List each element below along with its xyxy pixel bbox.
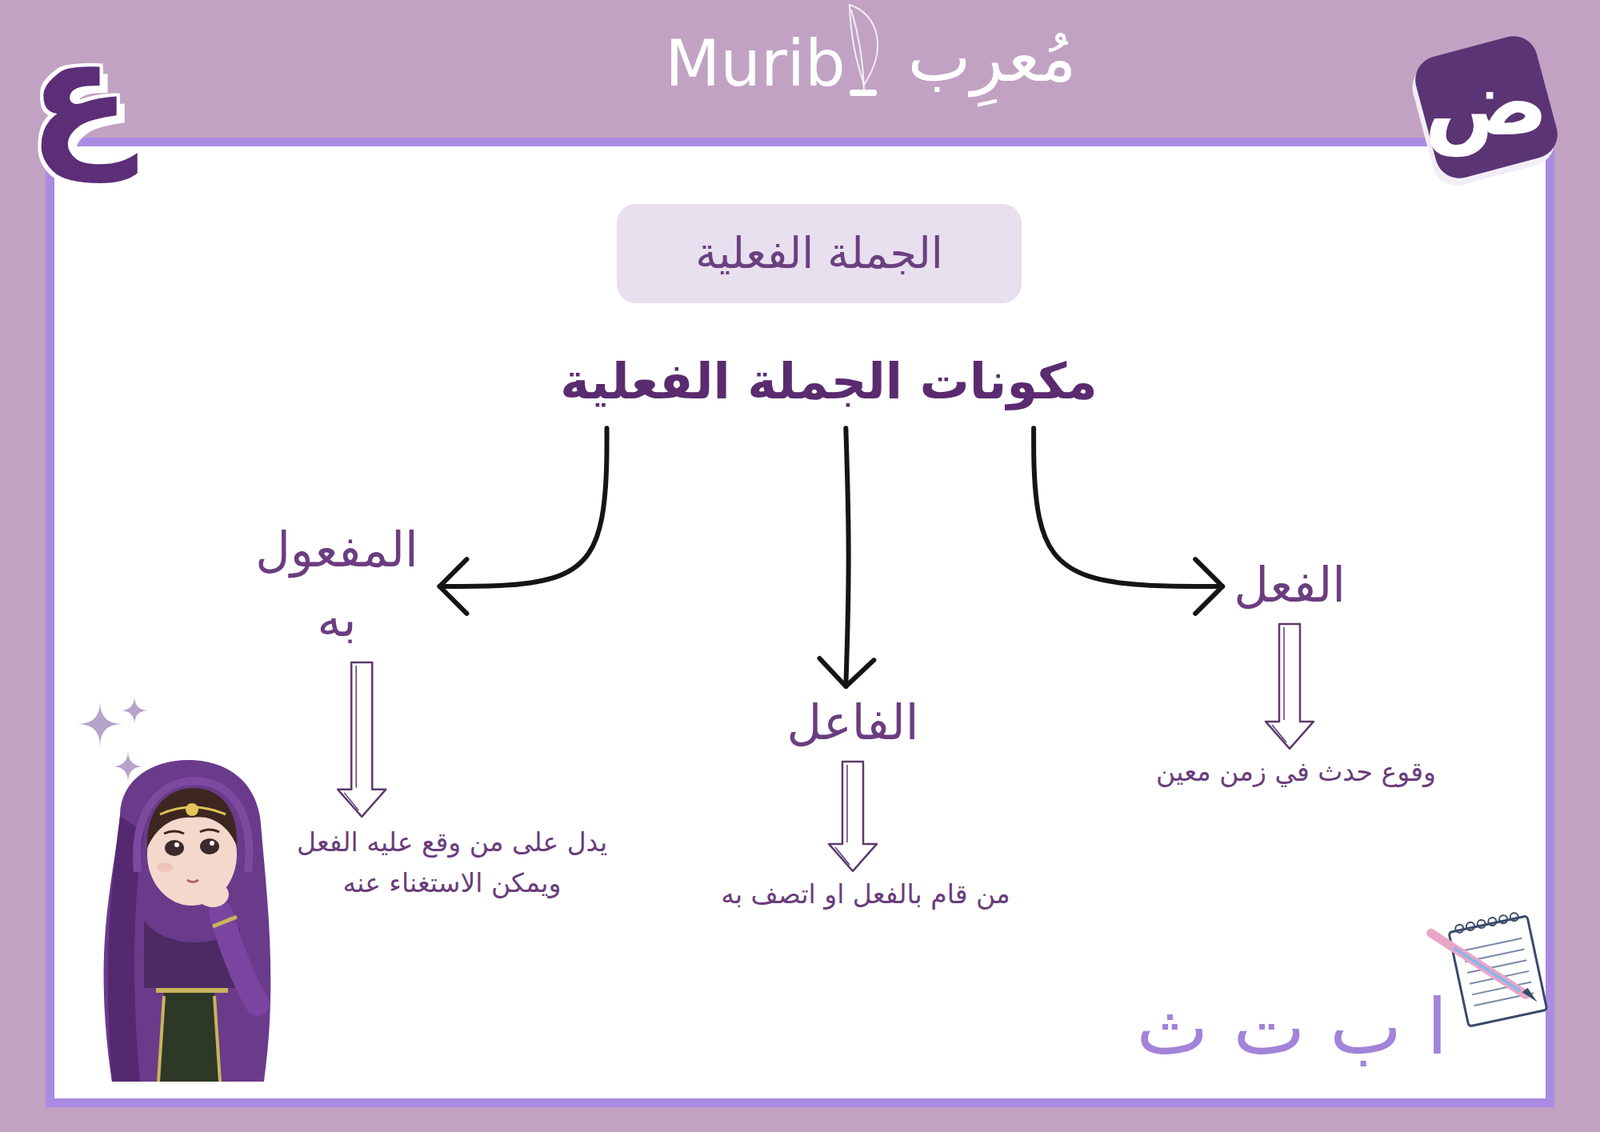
eye: [164, 840, 184, 856]
eye-glint: [174, 842, 180, 848]
arrow-inner-line: [1283, 627, 1285, 720]
headband-jewel: [185, 803, 199, 816]
dress: [158, 992, 220, 1082]
outline-arrow: [1265, 624, 1314, 749]
part-heading: الفاعل: [787, 691, 920, 754]
diagram-node: وقوع حدث في زمن معين: [1148, 748, 1444, 796]
mouth: [187, 880, 199, 883]
brow: [164, 831, 184, 834]
arrow-line: [1033, 428, 1223, 587]
cloak: [104, 760, 272, 1082]
pencil-tip: [1521, 986, 1538, 1005]
arrow-outline: [1265, 624, 1314, 749]
diagram-node: الفعل: [1222, 548, 1357, 624]
part-description: وقوع حدث في زمن معين: [1156, 753, 1436, 791]
alphabet-letters: ا ب ت ث: [1136, 981, 1448, 1074]
gold-trim: [214, 996, 220, 1082]
arrow-inner-line: [846, 764, 848, 843]
gold-trim: [158, 996, 164, 1082]
arrow-inner-line: [356, 665, 358, 788]
sleeve: [220, 913, 258, 1004]
part-description: من قام بالفعل او اتصف به: [720, 876, 1011, 913]
sparkles: [77, 696, 149, 783]
eye: [200, 838, 220, 855]
arrow-head: [440, 559, 468, 614]
sparkle: [77, 701, 123, 747]
gold-trim: [156, 988, 228, 993]
cuff: [212, 916, 237, 927]
quill-icon: [849, 4, 878, 96]
arrow-outline: [337, 662, 386, 817]
diagram-node: من قام بالفعل او اتصف به: [712, 871, 1019, 918]
flow-arrow: [819, 428, 874, 687]
letter-tile: [1405, 30, 1565, 191]
eye-glint: [209, 840, 215, 846]
notebook-spiral: [1454, 912, 1519, 933]
diagram-node: مكونات الجملة الفعلية: [544, 343, 1113, 429]
blush: [156, 862, 173, 872]
outline-arrow: [337, 662, 386, 817]
notebook-icon: [1430, 910, 1548, 1031]
part-heading: المفعول به: [245, 515, 429, 655]
section-heading: مكونات الجملة الفعلية: [560, 349, 1097, 415]
diagram-node: يدل على من وقع عليه الفعل ويمكن الاستغنا…: [284, 816, 620, 908]
brow: [200, 829, 220, 832]
flow-arrow: [1033, 428, 1223, 614]
notebook-page: [1448, 916, 1548, 1027]
quill-dash: [849, 89, 877, 96]
pencil-stripe: [1453, 936, 1520, 1003]
diagram-node: الفاعل: [776, 686, 931, 762]
logo-text: مُعرِب: [908, 17, 1077, 99]
arrow-inner-line: [1272, 724, 1287, 743]
quill-spine: [851, 9, 864, 90]
tile-face: [1409, 30, 1563, 184]
outline-arrow: [828, 761, 877, 872]
corner-letter: ع: [28, 3, 132, 186]
arrow-outline: [828, 761, 877, 872]
logo-text: Murib: [664, 25, 846, 103]
arrow-inner-line: [344, 792, 359, 811]
title-box: الجملة الفعلية: [616, 204, 1022, 304]
arrow-line: [845, 428, 848, 687]
sparkle: [120, 696, 149, 725]
flow-arrow: [440, 428, 608, 614]
arrow-inner-line: [835, 847, 850, 865]
corner-letter: ض: [1424, 46, 1549, 158]
diagram-node: المفعول به: [234, 510, 440, 663]
girl-illustration: [104, 760, 272, 1082]
hand: [196, 881, 229, 908]
hood-rim: [136, 780, 249, 872]
arrow-head: [819, 658, 874, 687]
part-heading: الفعل: [1233, 553, 1346, 616]
part-description: يدل على من وقع عليه الفعل ويمكن الاستغنا…: [292, 821, 612, 904]
arrow-head: [1195, 559, 1223, 614]
